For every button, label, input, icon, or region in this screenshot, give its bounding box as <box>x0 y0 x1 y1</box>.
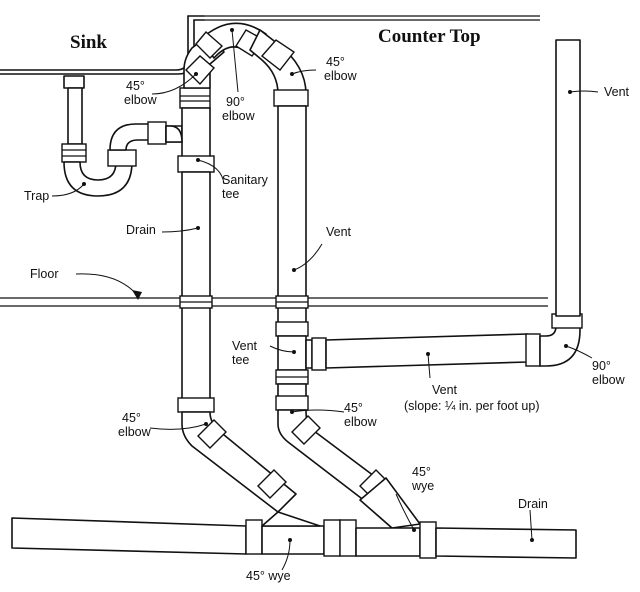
sanitary-tee <box>165 87 215 173</box>
elbow45-upper-left-label-2: elbow <box>124 93 158 107</box>
elbow-45-upper-right <box>249 29 309 107</box>
sanitary-tee-label-1: Sanitary <box>222 173 269 187</box>
vent-tee-label-1: Vent <box>232 339 258 353</box>
floor <box>0 297 548 307</box>
vent-pipe-middle <box>275 105 309 325</box>
elbow45-upper-left-label-1: 45° <box>126 79 145 93</box>
elbow45-lower-mid-label-2: elbow <box>344 415 378 429</box>
vent-tee <box>275 321 327 385</box>
drain-lower-label: Drain <box>518 497 548 511</box>
elbow45-upper-right-label-2: elbow <box>324 69 358 83</box>
vent-right-label: Vent <box>604 85 630 99</box>
wye45-right-label-1: 45° <box>412 465 431 479</box>
leaders <box>51 28 599 571</box>
label-group: Sink Counter Top Trap 45° elbow 90° elbo… <box>24 26 630 583</box>
vent-middle-label: Vent <box>326 225 352 239</box>
sink-label: Sink <box>70 32 107 53</box>
elbow90-right-label-2: elbow <box>592 373 626 387</box>
vent-slope-label-2: (slope: ¼ in. per foot up) <box>404 399 540 413</box>
main-drain <box>11 511 577 559</box>
vent-slope-label-1: Vent <box>432 383 458 397</box>
counter-top-label: Counter Top <box>378 26 481 47</box>
drain-upper-label: Drain <box>126 223 156 237</box>
elbow45-lower-mid-label-1: 45° <box>344 401 363 415</box>
vent-pipe-right <box>555 39 581 317</box>
wye45-right-label-2: wye <box>411 479 434 493</box>
elbow90-top-label-2: elbow <box>222 109 256 123</box>
sink-tailpiece <box>61 75 87 163</box>
elbow45-lower-left-label-2: elbow <box>118 425 152 439</box>
counter-top <box>204 15 540 21</box>
elbow-45-lower-mid <box>275 383 391 509</box>
elbow-45-lower-left <box>177 397 297 513</box>
elbow90-right-label-1: 90° <box>592 359 611 373</box>
elbow45-upper-right-label-1: 45° <box>326 55 345 69</box>
vent-pipe-horizontal <box>325 333 541 369</box>
sanitary-tee-label-2: tee <box>222 187 239 201</box>
wye45-bottom-label: 45° wye <box>246 569 291 583</box>
elbow-90-right <box>539 313 583 367</box>
floor-label: Floor <box>30 267 58 281</box>
elbow90-top-label-1: 90° <box>226 95 245 109</box>
trap-label: Trap <box>24 189 49 203</box>
elbow45-lower-left-label-1: 45° <box>122 411 141 425</box>
drain-pipe-vertical <box>179 171 213 401</box>
vent-tee-label-2: tee <box>232 353 249 367</box>
